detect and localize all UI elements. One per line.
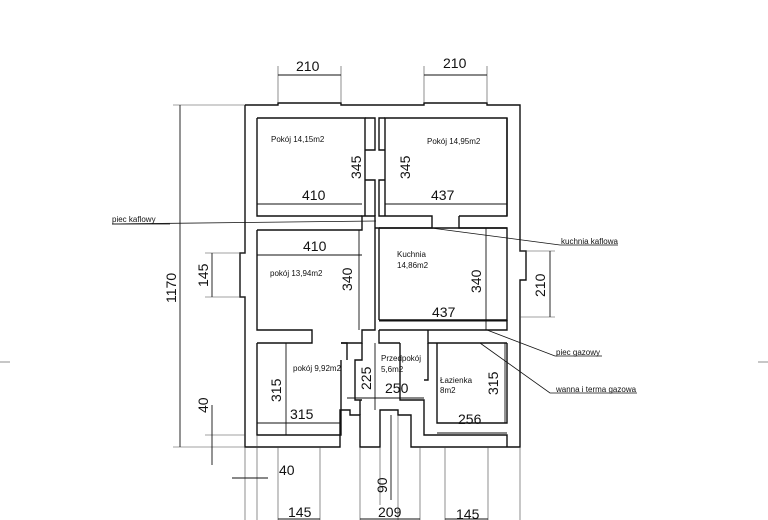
dim-r1-w: 410 — [302, 187, 326, 203]
dim-bath-w: 256 — [458, 411, 482, 427]
leader-piec-gazowy — [486, 329, 602, 357]
note-wanna: wanna i terma gazowa — [555, 385, 637, 394]
room-kuchnia-area: 14,86m2 — [397, 261, 429, 270]
dim-hall-w: 250 — [385, 380, 409, 396]
leader-lines — [111, 220, 637, 394]
dim-total-height: 1170 — [163, 273, 179, 303]
dim-win-right: 210 — [532, 273, 548, 297]
dim-bath-h: 315 — [485, 371, 501, 395]
room-pokoj-1: Pokój 14,15m2 — [271, 135, 325, 144]
note-piec-kaflowy: piec kaflowy — [112, 215, 156, 224]
room-pokoj-2: Pokój 14,95m2 — [427, 137, 481, 146]
dim-225: 225 — [358, 366, 374, 390]
dimension-lines — [173, 66, 555, 520]
dim-r3-h: 340 — [339, 267, 355, 291]
dim-r2-w: 437 — [431, 187, 455, 203]
room-przedpokoj-area: 5,6m2 — [381, 365, 404, 374]
dim-k-w: 437 — [432, 304, 456, 320]
leader-wanna — [479, 342, 637, 394]
room-pokoj-3: pokój 13,94m2 — [270, 269, 323, 278]
dim-b-145-left: 145 — [288, 504, 312, 520]
dim-top-left: 210 — [296, 58, 320, 74]
dim-r2-h: 345 — [397, 155, 413, 179]
room-przedpokoj-name: Przedpokój — [381, 354, 421, 363]
leader-piec-kaflowy — [111, 220, 377, 225]
dim-k-h: 340 — [468, 269, 484, 293]
room-lazienka-name: Łazienka — [440, 376, 473, 385]
leader-kuchnia-kaflowa — [430, 227, 618, 246]
dim-40-v: 40 — [195, 397, 211, 413]
dim-r4-h: 315 — [268, 378, 284, 402]
dim-r3-w: 410 — [303, 238, 327, 254]
room-kuchnia-name: Kuchnia — [397, 250, 426, 259]
dim-90: 90 — [374, 477, 390, 493]
dimension-labels: 210 210 1170 410 345 437 345 410 340 145… — [163, 55, 548, 520]
room-lazienka-area: 8m2 — [440, 386, 456, 395]
dim-b-145-right: 145 — [456, 506, 480, 520]
dim-b-209: 209 — [378, 504, 402, 520]
room-labels: Pokój 14,15m2 Pokój 14,95m2 Kuchnia 14,8… — [270, 135, 481, 395]
dim-r4-w: 315 — [290, 406, 314, 422]
dim-top-right: 210 — [443, 55, 467, 71]
dim-win-left: 145 — [195, 263, 211, 287]
note-kuchnia-kaflowa: kuchnia kaflowa — [561, 237, 618, 246]
room-pokoj-4: pokój 9,92m2 — [293, 364, 342, 373]
interior-walls — [256, 117, 508, 447]
note-piec-gazowy: piec gazowy — [556, 348, 600, 357]
dim-40-h: 40 — [279, 462, 295, 478]
annotations: piec kaflowy kuchnia kaflowa piec gazowy… — [112, 215, 637, 394]
dim-r1-h: 345 — [348, 155, 364, 179]
